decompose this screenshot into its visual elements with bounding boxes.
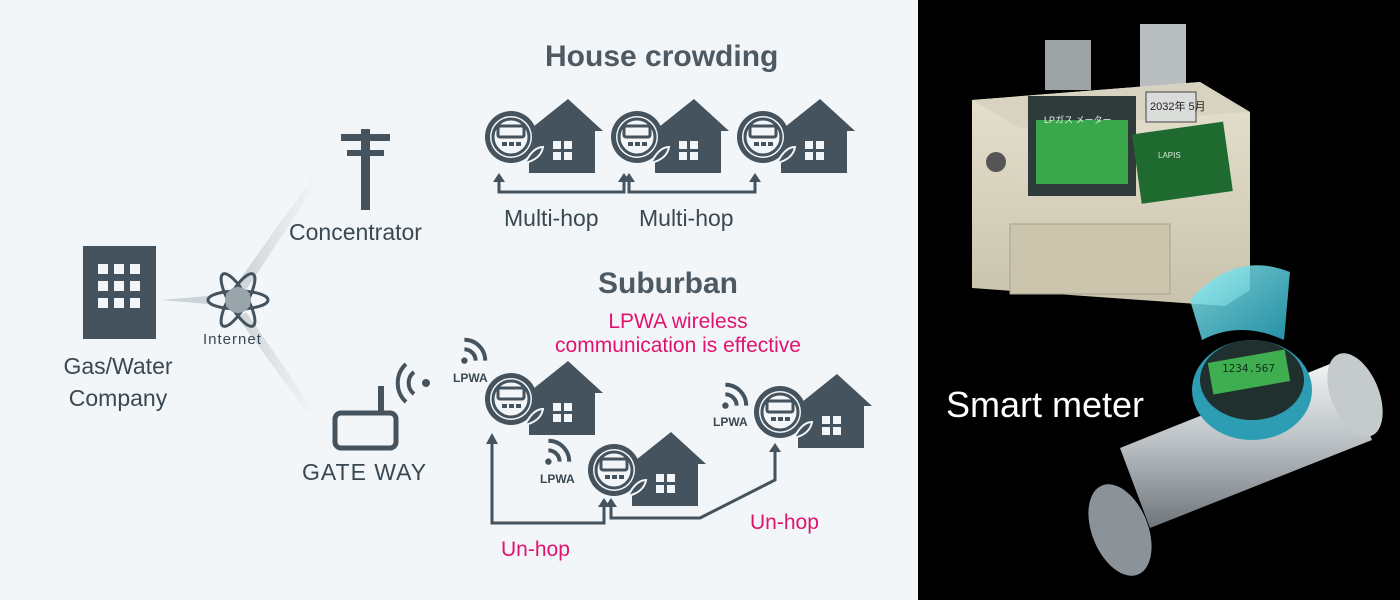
smart-meter-caption: Smart meter	[946, 384, 1145, 425]
lpwa-signal-icon-3	[720, 382, 749, 411]
un-hop-label-1: Un-hop	[501, 538, 570, 561]
lpwa-effective-note: LPWA wireless communication is effective	[555, 310, 801, 357]
suburban-house-3	[752, 372, 872, 450]
crowding-house-2	[609, 97, 729, 175]
gas-meter-photo	[972, 24, 1250, 306]
crowding-house-1	[483, 97, 603, 175]
water-meter-photo	[1088, 265, 1383, 576]
un-hop-arrows	[490, 440, 777, 525]
internet-globe-icon	[206, 272, 270, 328]
multi-hop-label-2: Multi-hop	[639, 205, 734, 231]
lpwa-label-2: LPWA	[540, 472, 575, 486]
suburban-title: Suburban	[598, 267, 738, 300]
lpwa-label-3: LPWA	[713, 415, 748, 429]
crowding-house-3	[735, 97, 855, 175]
gateway-label: GATE WAY	[302, 459, 428, 485]
gateway-router-icon	[332, 362, 430, 451]
gas-meter-display-label: LPガス メーター	[1044, 115, 1112, 125]
multi-hop-arrows	[497, 180, 757, 194]
multi-hop-arrowheads	[493, 173, 761, 182]
suburban-house-1	[483, 359, 603, 437]
internet-gateway-beam	[238, 312, 314, 414]
water-meter-display: 1234.567	[1222, 362, 1275, 375]
internet-label: Internet	[203, 331, 262, 348]
lpwa-signal-icon-1	[459, 337, 488, 366]
lpwa-label-1: LPWA	[453, 371, 488, 385]
internet-concentrator-beam	[238, 178, 318, 290]
lpwa-signal-icon-2	[543, 438, 572, 467]
suburban-house-2	[586, 430, 706, 508]
meter-chip-brand: LAPIS	[1158, 151, 1181, 160]
gas-meter-date: 2032年 5月	[1150, 101, 1206, 113]
un-hop-arrowheads	[486, 433, 781, 507]
house-crowding-title: House crowding	[545, 40, 779, 73]
company-internet-beam	[160, 296, 208, 304]
company-label: Gas/Water Company	[63, 353, 173, 411]
multi-hop-label-1: Multi-hop	[504, 205, 599, 231]
company-building-icon	[83, 246, 156, 339]
concentrator-pole-icon	[341, 129, 390, 210]
concentrator-label: Concentrator	[289, 219, 422, 245]
un-hop-label-2: Un-hop	[750, 511, 819, 534]
